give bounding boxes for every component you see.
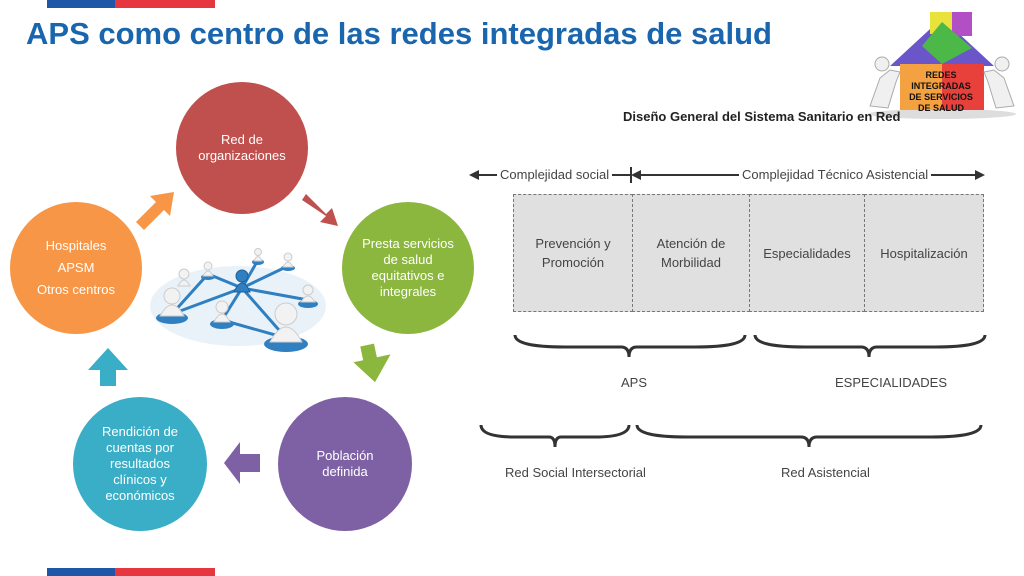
node-line: clínicos y: [113, 472, 167, 487]
node-line: resultados: [110, 456, 170, 471]
node-line: Hospitales: [45, 238, 107, 253]
top-flag-bar: [47, 0, 215, 8]
arrow-orange-to-red-icon: [136, 192, 174, 230]
node-line: integrales: [379, 284, 437, 299]
bottom-flag-bar: [47, 568, 215, 576]
logo-text: REDES INTEGRADAS DE SERVICIOS DE SALUD: [896, 70, 986, 114]
node-hospitales: Hospitales APSM Otros centros: [10, 202, 142, 334]
arrow-green-to-purple-icon: [353, 343, 391, 383]
node-line: de salud: [383, 252, 433, 267]
arrow-purple-to-teal-icon: [224, 442, 260, 484]
diagram-title: Diseño General del Sistema Sanitario en …: [623, 109, 901, 124]
box-atencion: Atención de Morbilidad: [632, 194, 750, 312]
sanitary-system-diagram: Diseño General del Sistema Sanitario en …: [455, 95, 1000, 505]
label-aps: APS: [621, 375, 648, 390]
redes-integradas-logo-icon: [868, 12, 1016, 119]
box-line: Hospitalización: [880, 245, 968, 261]
node-line: Población: [316, 448, 374, 463]
box-line: Prevención y: [535, 236, 611, 251]
node-line: Red de: [221, 132, 263, 147]
box-line: Morbilidad: [661, 255, 721, 270]
box-especialidades: Especialidades: [749, 194, 865, 312]
node-line: APSM: [57, 260, 95, 275]
node-line: definida: [322, 464, 368, 479]
node-poblacion-definida: Población definida: [278, 397, 412, 531]
node-line: organizaciones: [198, 148, 286, 163]
label-complejidad-tecnico: Complejidad Técnico Asistencial: [739, 167, 932, 182]
label-red-social: Red Social Intersectorial: [505, 465, 646, 480]
label-especialidades: ESPECIALIDADES: [835, 375, 947, 390]
node-line: equitativos e: [371, 268, 445, 283]
box-line: Promoción: [541, 255, 605, 270]
node-rendicion-de-cuentas: Rendición de cuentas por resultados clín…: [73, 397, 207, 531]
node-line: Otros centros: [36, 282, 116, 297]
node-presta-servicios: Presta servicios de salud equitativos e …: [342, 202, 474, 334]
arrow-teal-to-orange-icon: [88, 348, 128, 386]
logo-line: DE SERVICIOS: [909, 92, 973, 102]
node-line: Rendición de: [102, 424, 178, 439]
label-red-asistencial: Red Asistencial: [781, 465, 870, 480]
node-line: cuentas por: [106, 440, 174, 455]
box-line: Atención de: [656, 236, 726, 251]
box-prevencion: Prevención y Promoción: [513, 194, 633, 312]
logo-line: DE SALUD: [917, 103, 964, 113]
label-complejidad-social: Complejidad social: [497, 167, 613, 182]
logo-line: INTEGRADAS: [911, 81, 971, 91]
arrow-red-to-green-icon: [302, 194, 338, 226]
logo-line: REDES: [925, 70, 957, 80]
node-line: económicos: [105, 488, 175, 503]
node-line: Presta servicios: [362, 236, 454, 251]
box-line: Especialidades: [763, 245, 851, 261]
slide-title: APS como centro de las redes integradas …: [26, 16, 772, 51]
people-network-icon: [150, 248, 326, 352]
box-hospitalizacion: Hospitalización: [864, 194, 984, 312]
node-red-de-organizaciones: Red de organizaciones: [176, 82, 308, 214]
